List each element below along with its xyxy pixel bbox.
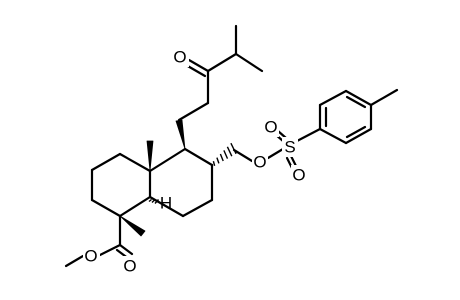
bond-carbonyl-o-double-1 [118, 243, 134, 256]
bond-ar2-ar3 [318, 89, 348, 107]
svg-text:O: O [292, 166, 305, 185]
svg-text:O: O [84, 247, 97, 266]
bond-s-o-upper-1 [276, 129, 288, 140]
bond-s-o-lower-1 [289, 154, 298, 168]
bond-c7-c6 [181, 198, 214, 218]
bond-c13-o-double-2 [184, 63, 207, 78]
bond-ar5-ar6 [344, 127, 373, 145]
bond-c14-c16 [234, 52, 264, 73]
atom-label-ester-o-carbonyl: O [122, 256, 139, 276]
bond-c6-c5 [148, 195, 185, 218]
tosylate-linker-bonds [232, 127, 322, 170]
wedge-bond-c10-methyl [146, 140, 154, 172]
svg-text:S: S [284, 138, 295, 157]
svg-text:O: O [123, 257, 136, 276]
wedge-bond-c9-sidechain [175, 119, 186, 150]
bond-c10-c9 [148, 147, 187, 173]
hash-bond-c5-h [148, 198, 160, 204]
atom-label-ketone-o: O [172, 47, 189, 67]
sidechain-bonds [177, 24, 264, 122]
bond-c13-c14 [206, 52, 238, 73]
tolyl-ring-bonds [318, 88, 399, 145]
bond-ar-methyl [369, 88, 399, 107]
ring-b-bonds [148, 147, 214, 218]
bond-s-aryl [295, 127, 322, 143]
svg-text:O: O [264, 118, 277, 137]
atom-label-ester-o-methoxy: O [83, 246, 100, 266]
bond-c3-c4 [90, 198, 122, 218]
bond-ar3-ar4 [344, 89, 373, 107]
bond-c9-c8 [183, 147, 214, 167]
bond-carbonyl-o-single [98, 243, 122, 257]
bond-o-methyl [64, 254, 85, 268]
ring-a-bonds [90, 152, 152, 218]
atom-label-sulfonyl-s: S [282, 137, 298, 157]
svg-text:O: O [173, 48, 186, 67]
bond-ar-inner-3 [345, 125, 367, 139]
bond-c4-c5 [118, 195, 152, 218]
atom-label-sulfonyl-o-lower: O [291, 165, 307, 185]
hash-bond-c8-ch2 [212, 142, 237, 166]
bond-c1-c2 [90, 152, 122, 172]
bond-ar-inner-2 [345, 95, 367, 109]
svg-text:O: O [253, 153, 266, 172]
bond-c11-c12 [177, 101, 210, 122]
bond-o-s [266, 147, 285, 160]
bond-ar6-ar1 [318, 127, 348, 145]
bond-ch2-o [232, 148, 254, 163]
atom-label-sulfonyl-o-upper: O [263, 117, 279, 137]
wedge-bond-c4-methyl [119, 215, 146, 237]
bond-c13-o-double-1 [187, 58, 210, 73]
ester-bonds [64, 214, 134, 268]
svg-text:H: H [160, 194, 172, 213]
bond-c10-c1 [118, 152, 152, 173]
atom-label-ring-junction-h: H [160, 194, 172, 213]
atom-label-sulfonate-o-ether: O [252, 152, 268, 172]
